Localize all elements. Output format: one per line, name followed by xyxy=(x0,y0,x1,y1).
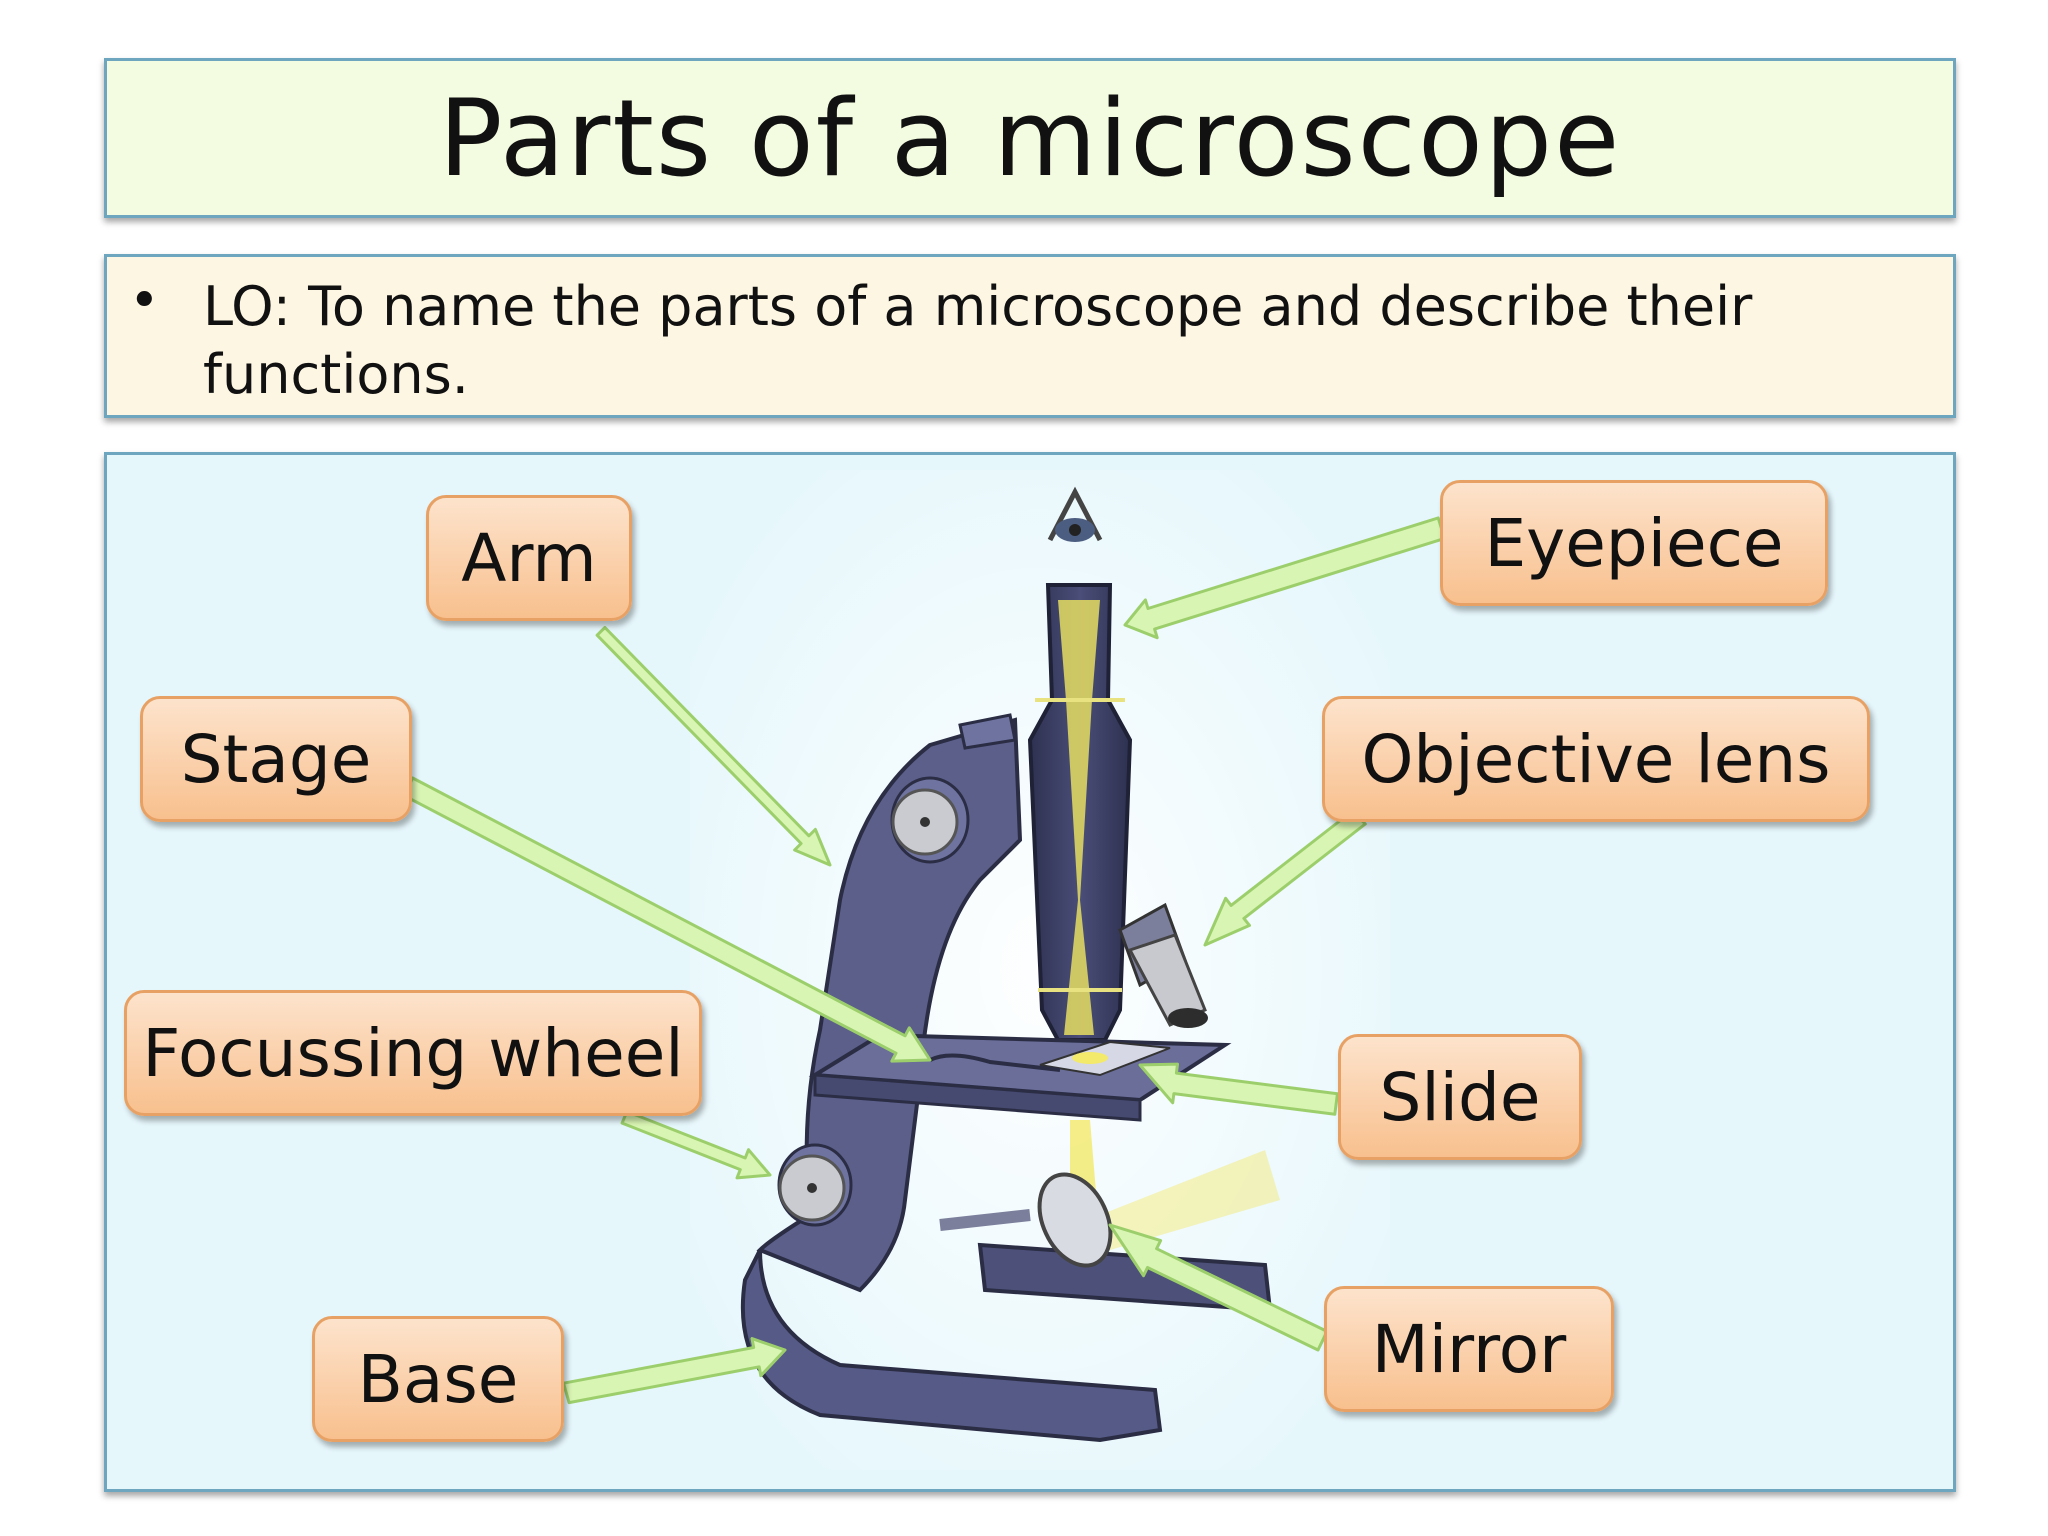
arrow-slide xyxy=(1138,1062,1339,1116)
microscope-base xyxy=(740,1249,1163,1443)
learning-objective-box: • LO: To name the parts of a microscope … xyxy=(104,254,1956,418)
base-label: Base xyxy=(312,1316,564,1442)
eyepiece-label: Eyepiece xyxy=(1440,480,1828,606)
arrow-arm xyxy=(595,626,832,867)
mirror-label: Mirror xyxy=(1324,1286,1614,1412)
microscope-mirror xyxy=(939,1172,1113,1268)
eye-icon xyxy=(1047,486,1103,542)
stage-label: Stage xyxy=(140,696,412,822)
learning-objective-text: LO: To name the parts of a microscope an… xyxy=(203,275,1753,406)
page-title: Parts of a microscope xyxy=(438,76,1622,200)
arrow-stage xyxy=(402,776,932,1063)
body-tube xyxy=(1027,583,1133,1042)
focussing-wheel-label: Focussing wheel xyxy=(124,990,702,1116)
arrow-mirror xyxy=(1108,1223,1329,1352)
arrow-eyepiece xyxy=(1123,516,1447,640)
bullet-point: • xyxy=(129,271,160,331)
objective-turret xyxy=(1118,902,1208,1028)
arrow-objective-lens xyxy=(1203,809,1367,947)
slide-label: Slide xyxy=(1338,1034,1582,1160)
title-banner: Parts of a microscope xyxy=(104,58,1956,218)
objective-lens-label: Objective lens xyxy=(1322,696,1870,822)
pointer-arrows xyxy=(402,516,1447,1405)
lower-focus-knob xyxy=(777,1143,853,1227)
arrow-base xyxy=(562,1337,787,1405)
arrow-focussing-wheel xyxy=(620,1110,772,1180)
upper-focus-knob xyxy=(890,776,970,864)
arm-label: Arm xyxy=(426,495,632,621)
